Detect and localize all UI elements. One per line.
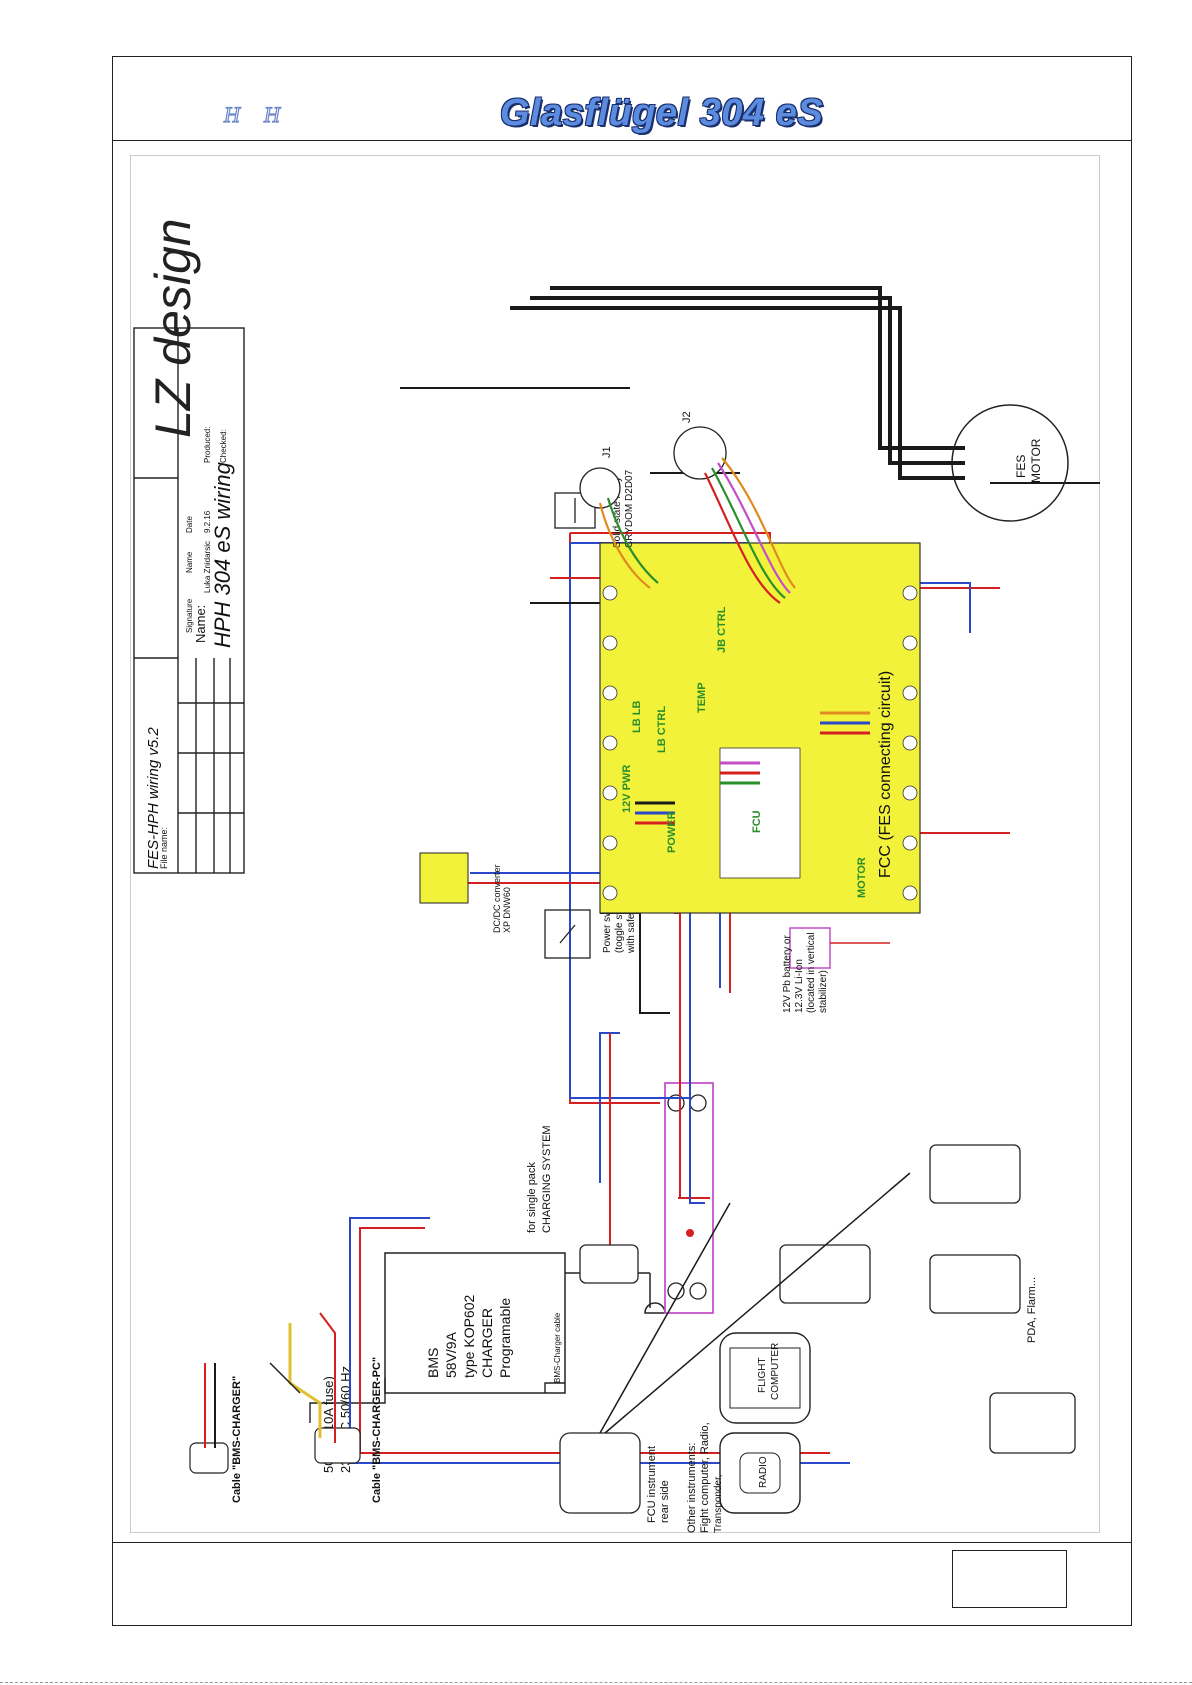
battery-pack bbox=[664, 1082, 714, 1314]
charger-line-1: Programable bbox=[497, 1298, 513, 1378]
board-power: POWER bbox=[666, 811, 678, 853]
battery-text: 12V Pb battery or 12.3V Li-Ion (located … bbox=[782, 932, 829, 1013]
relay-text: Solid state relay CRYDOM D2D07 bbox=[612, 469, 635, 548]
dcdc-converter bbox=[419, 852, 469, 904]
charger-line-4: 58V/9A bbox=[443, 1331, 459, 1378]
wiring-diagram: Name: HPH 304 eS wiring LZ design File n… bbox=[130, 155, 1100, 1533]
motor-line-1: FES bbox=[1014, 455, 1028, 478]
header-mark-2: H bbox=[263, 101, 280, 127]
page-number-box bbox=[952, 1550, 1067, 1608]
flight-computer-text: FLIGHT COMPUTER bbox=[757, 1343, 781, 1400]
fc-line-2: COMPUTER bbox=[770, 1343, 781, 1400]
produced-label: Produced: bbox=[203, 427, 212, 463]
dcdc-text: DC/DC converter XP DNW60 bbox=[492, 864, 512, 933]
battery-line-4: stabilizer) bbox=[818, 970, 829, 1013]
lz-design-logo: LZ design bbox=[145, 218, 201, 438]
cable-bms-charger-pc bbox=[269, 1312, 361, 1464]
header-divider bbox=[112, 140, 1132, 141]
connector-j1 bbox=[579, 467, 659, 589]
solid-state-relay bbox=[554, 492, 596, 529]
fcu-line-2: rear side bbox=[659, 1480, 671, 1523]
charging-label-2: for single pack bbox=[526, 1162, 538, 1233]
cable-bms-charger bbox=[189, 1363, 229, 1474]
charger-line-2: CHARGER bbox=[479, 1308, 495, 1378]
dsub-connectors bbox=[579, 1144, 1076, 1454]
fcc-board bbox=[599, 542, 921, 914]
radio-instrument: RADIO bbox=[719, 1432, 801, 1514]
relay-line-1: Solid state relay bbox=[612, 477, 623, 548]
cable-text: Cable "BMS-CHARGER-PC" Cable "BMS-CHARGE… bbox=[231, 1357, 383, 1503]
signature-label: Signature bbox=[185, 598, 194, 633]
name-value: HPH 304 eS wiring bbox=[210, 461, 235, 648]
connector-j2 bbox=[673, 426, 796, 604]
battery-connector-rear bbox=[789, 927, 890, 969]
power-switch-line-1: Power switch bbox=[602, 894, 613, 953]
charger-line-5: BMS bbox=[425, 1348, 441, 1378]
board-lb-ctrl: LB CTRL bbox=[656, 706, 668, 753]
j1-label: J1 bbox=[601, 446, 613, 458]
file-value: FES-HPH wiring v5.2 bbox=[145, 727, 162, 869]
board-temp: TEMP bbox=[696, 682, 708, 713]
title-block-cells: Date Name Signature Produced: 9.2.16 Luk… bbox=[185, 427, 228, 633]
board-lb-lb: LB LB bbox=[631, 701, 643, 733]
dcdc-line-2: XP DNW60 bbox=[502, 887, 512, 933]
board-jb-ctrl: JB CTRL bbox=[716, 606, 728, 653]
fcc-label: FCC (FES connecting circuit) bbox=[877, 671, 894, 878]
charging-label-1: CHARGING SYSTEM bbox=[541, 1125, 553, 1233]
name-col-label: Name bbox=[185, 551, 194, 573]
produced-date: 9.2.16 bbox=[203, 510, 212, 533]
battery-line-1: 12V Pb battery or bbox=[782, 935, 793, 1013]
page-frame bbox=[112, 56, 1132, 1626]
fc-line-1: FLIGHT bbox=[757, 1357, 768, 1393]
fcu-line-1: FCU instrument bbox=[646, 1446, 658, 1523]
j2-label: J2 bbox=[681, 411, 693, 423]
date-label: Date bbox=[185, 516, 194, 533]
fcu-instrument bbox=[559, 1172, 911, 1514]
produced-name: Luka Znidarsic bbox=[203, 541, 212, 593]
fcc-text: FCC (FES connecting circuit) MOTOR JB CT… bbox=[621, 606, 894, 898]
battery-line-3: (located in vertical bbox=[806, 932, 817, 1013]
cable-charger-label: Cable "BMS-CHARGER" bbox=[231, 1376, 243, 1503]
dcdc-line-1: DC/DC converter bbox=[492, 864, 502, 933]
title-block-text: Name: HPH 304 eS wiring LZ design File n… bbox=[145, 218, 235, 869]
checked-label: Checked: bbox=[219, 429, 228, 463]
flight-computer bbox=[719, 1332, 811, 1424]
radio-label: RADIO bbox=[758, 1456, 769, 1488]
other-line-3: Transponder, bbox=[713, 1474, 724, 1533]
other-line-1: Other instruments: bbox=[686, 1443, 698, 1533]
power-switch-text: Power switch (toggle switch, with safety… bbox=[602, 875, 637, 954]
connector-labels: J2 J1 bbox=[601, 411, 693, 458]
instrument-text: FCU instrument rear side Other instrumen… bbox=[646, 1422, 724, 1533]
board-12v-pwr: 12V PWR bbox=[621, 765, 633, 813]
motor-text: FES MOTOR bbox=[1014, 438, 1043, 483]
header-mark-1: H bbox=[223, 101, 240, 127]
board-motor-label: MOTOR bbox=[856, 857, 868, 898]
power-switch bbox=[544, 909, 591, 959]
cable-pc-label: Cable "BMS-CHARGER-PC" bbox=[371, 1357, 383, 1503]
page-edge bbox=[0, 1682, 1192, 1683]
relay-line-2: CRYDOM D2D07 bbox=[624, 469, 635, 548]
motor-line-2: MOTOR bbox=[1029, 438, 1043, 483]
bms-cable-label: BMS-Charger cable bbox=[553, 1312, 562, 1383]
page-title: Glasflügel 304 eS bbox=[500, 92, 824, 134]
power-switch-line-3: with safety cover) bbox=[626, 875, 637, 954]
other-line-4: PDA, Flarm... bbox=[1026, 1277, 1038, 1343]
battery-line-2: 12.3V Li-Ion bbox=[794, 959, 805, 1013]
power-switch-line-2: (toggle switch, bbox=[614, 889, 625, 953]
instrument-text-2: PDA, Flarm... bbox=[1026, 1277, 1038, 1343]
file-label: File name: bbox=[159, 827, 169, 869]
charger-line-3: type KOP602 bbox=[461, 1295, 477, 1378]
board-fcu: FCU bbox=[751, 810, 763, 833]
fes-motor bbox=[510, 286, 1069, 522]
title-block bbox=[133, 327, 245, 874]
footer-divider bbox=[112, 1542, 1132, 1543]
other-line-2: Fight computer, Radio, bbox=[699, 1422, 711, 1533]
name-label: Name: bbox=[193, 605, 208, 643]
